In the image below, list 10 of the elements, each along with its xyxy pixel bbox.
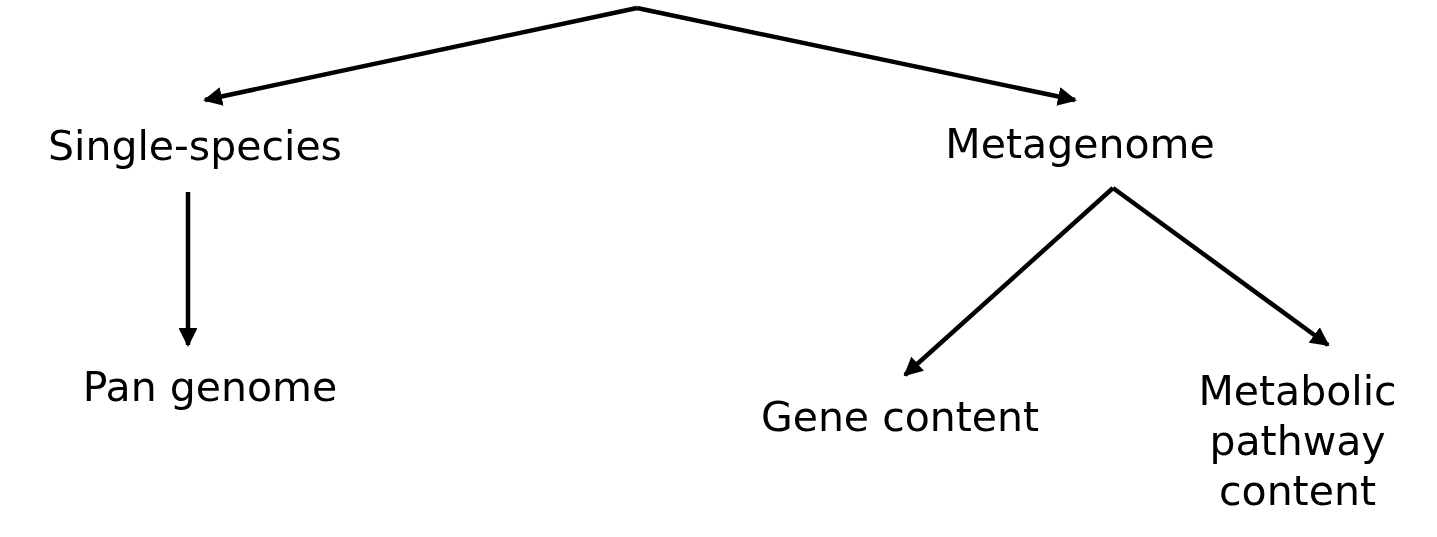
arrow bbox=[1111, 186, 1330, 347]
node-label: Metabolic pathway content bbox=[1197, 365, 1398, 516]
arrow bbox=[178, 192, 198, 347]
node-label: Pan genome bbox=[82, 362, 338, 413]
node-label: Gene content bbox=[760, 392, 1040, 443]
arrow bbox=[636, 5, 1077, 106]
arrow bbox=[903, 186, 1115, 377]
node-label: Metagenome bbox=[945, 119, 1215, 169]
node-label: Single-species bbox=[48, 121, 342, 171]
arrow bbox=[203, 5, 638, 106]
